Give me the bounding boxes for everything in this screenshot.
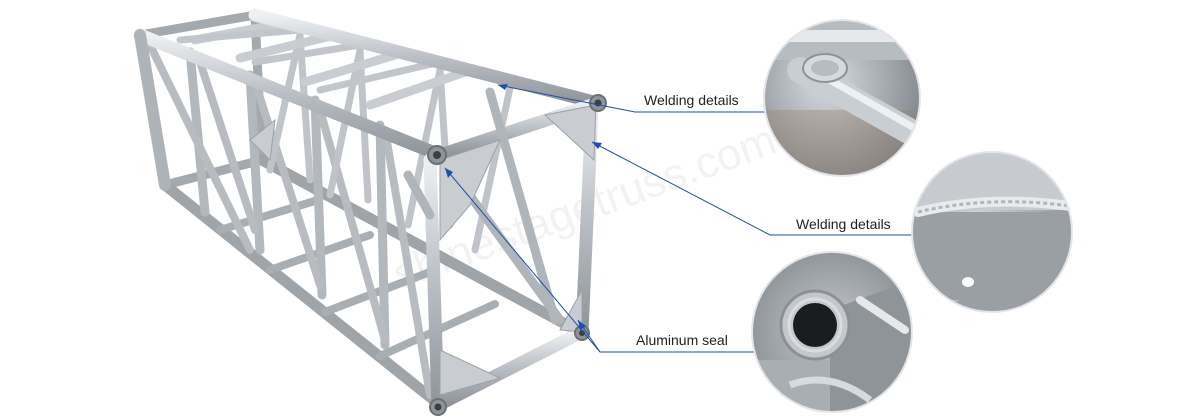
callout-label-welding-details-top: Welding details <box>644 92 739 108</box>
gusset-plates <box>249 104 597 396</box>
leader-line-weld-1 <box>497 84 770 113</box>
detail-photo-aluminum-seal <box>751 251 913 413</box>
leader-lines <box>444 84 920 353</box>
callout-label-welding-details-middle: Welding details <box>796 216 891 232</box>
truss-frame <box>133 8 605 415</box>
detail-photo-weld-1 <box>763 19 921 177</box>
leader-line-weld-2 <box>591 141 920 236</box>
detail-photo-weld-2 <box>911 151 1073 313</box>
tube-end-caps <box>427 94 607 416</box>
callout-label-aluminum-seal: Aluminum seal <box>636 332 728 348</box>
